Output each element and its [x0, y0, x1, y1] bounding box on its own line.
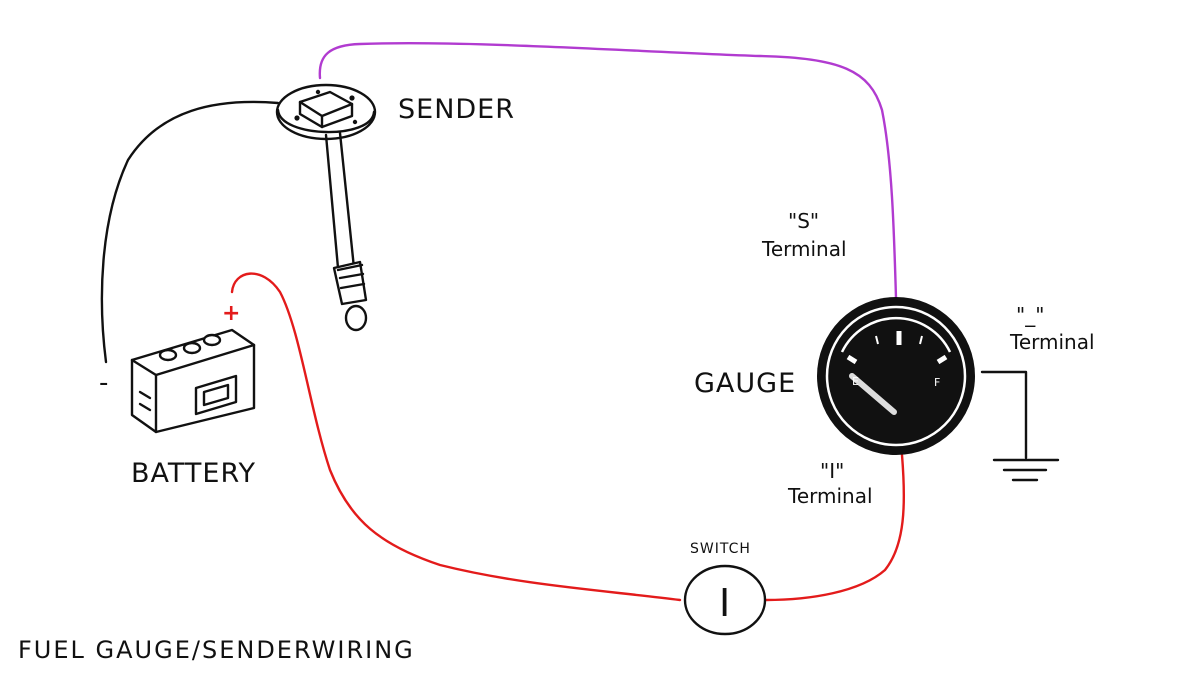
- i-terminal-word: Terminal: [787, 484, 873, 508]
- battery: [130, 328, 256, 434]
- switch: [683, 564, 767, 636]
- gauge-full-mark: F: [934, 376, 940, 389]
- diagram-title: FUEL GAUGE/SENDERWIRING: [18, 636, 415, 664]
- switch-label: SWITCH: [690, 541, 751, 557]
- i-terminal-quote: "I": [820, 459, 844, 483]
- gauge-label: GAUGE: [694, 368, 796, 399]
- signal-wire: [318, 41, 898, 300]
- power-wire-switch-gauge: [764, 453, 906, 602]
- sender-label: SENDER: [398, 94, 515, 125]
- fuel-gauge: [817, 297, 975, 455]
- gauge-empty-mark: E: [852, 375, 859, 388]
- s-terminal-word: Terminal: [761, 237, 847, 261]
- negative-wire: [100, 100, 280, 364]
- battery-negative-sign: -: [99, 368, 108, 398]
- ground-terminal-word: Terminal: [1009, 330, 1095, 354]
- battery-label: BATTERY: [131, 458, 256, 489]
- sender-unit: [275, 83, 377, 332]
- power-wire-battery-switch: [230, 272, 682, 602]
- ground-terminal-quote: "_": [1016, 303, 1044, 327]
- battery-positive-sign: +: [222, 301, 240, 326]
- s-terminal-quote: "S": [788, 209, 819, 233]
- ground-wire: [980, 370, 1028, 460]
- ground-symbol: [992, 458, 1060, 482]
- switch-symbol: I: [719, 581, 730, 625]
